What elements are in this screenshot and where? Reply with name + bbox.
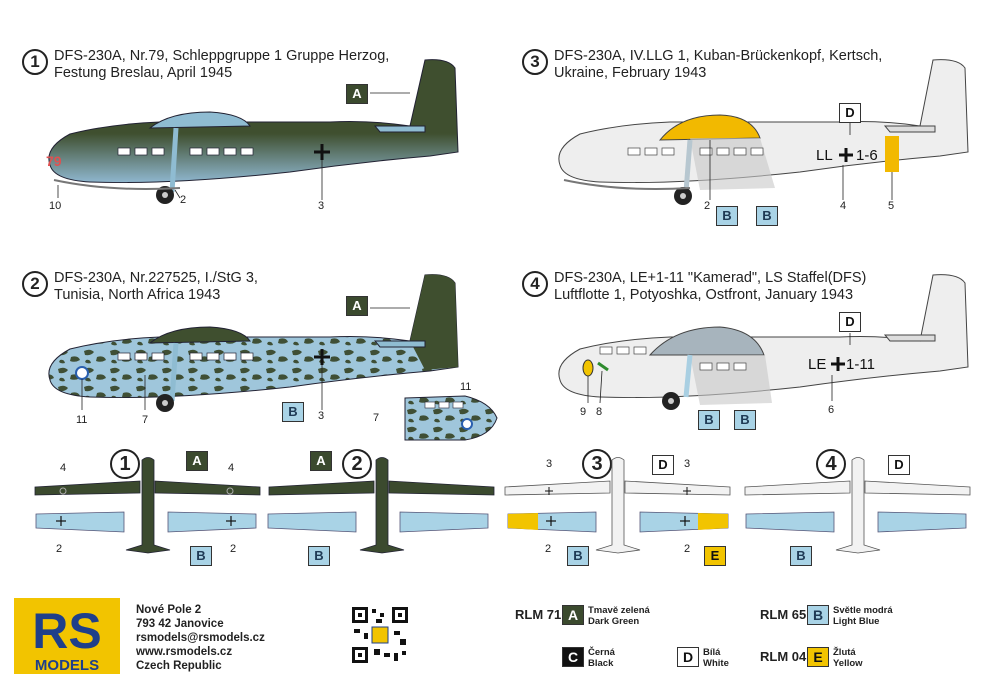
planform-number: 3 [582, 449, 612, 479]
code-left: LL [816, 147, 833, 164]
planform-1-top [34, 457, 261, 554]
planform-number: 2 [342, 449, 372, 479]
callout: 2 [56, 543, 63, 555]
rs-models-logo: RS MODELS [14, 598, 120, 674]
callout: 3 [684, 458, 691, 470]
color-box-a: A [346, 84, 368, 104]
callout: 3 [546, 458, 553, 470]
planform-number: 4 [816, 449, 846, 479]
color-box-b: B [698, 410, 720, 430]
email-link[interactable]: rsmodels@rsmodels.cz [136, 632, 265, 644]
profile-number: 1 [22, 49, 48, 75]
color-box-b: B [756, 206, 778, 226]
planform-3-bottom [507, 511, 729, 533]
color-box-b: B [190, 546, 212, 566]
callout: 2 [545, 543, 552, 555]
side-profile-3: LL 1-6 [558, 59, 969, 205]
color-box-b: B [282, 402, 304, 422]
callout: 8 [596, 406, 603, 418]
callout: 7 [142, 414, 149, 426]
color-box-e: E [704, 546, 726, 566]
planform-number: 1 [110, 449, 140, 479]
callout: 2 [704, 200, 711, 212]
callout: 2 [180, 194, 187, 206]
callout: 2 [230, 543, 237, 555]
callout: 6 [828, 404, 835, 416]
planform-1-bottom [35, 511, 257, 533]
side-profile-1: 79 [46, 59, 459, 204]
color-box-d: D [888, 455, 910, 475]
caption-3: 3 DFS-230A, IV.LLG 1, Kuban-Brückenkopf,… [522, 48, 882, 82]
callout: 7 [373, 412, 380, 424]
color-box-b: B [567, 546, 589, 566]
callout: 9 [580, 406, 587, 418]
color-box-b: B [716, 206, 738, 226]
planform-2-top [268, 457, 495, 554]
color-box-d: D [652, 455, 674, 475]
code-right: 1-6 [856, 147, 878, 164]
caption-4: 4 DFS-230A, LE+1-11 "Kamerad", LS Staffe… [522, 270, 866, 304]
color-box-a: A [310, 451, 332, 471]
fuselage-code: 79 [46, 153, 62, 169]
code-left: LE [808, 356, 826, 373]
caption-2: 2 DFS-230A, Nr.227525, I./StG 3,Tunisia,… [22, 270, 258, 304]
color-box-d: D [839, 103, 861, 123]
caption-1: 1 DFS-230A, Nr.79, Schleppgruppe 1 Grupp… [22, 48, 389, 82]
color-box-b: B [790, 546, 812, 566]
nose-detail-inset [404, 395, 498, 441]
callout: 4 [60, 462, 67, 474]
callout: 11 [76, 414, 88, 426]
profile-number: 3 [522, 49, 548, 75]
callout: 3 [318, 410, 325, 422]
planform-2-bottom [267, 511, 489, 533]
callout: 5 [888, 200, 895, 212]
svg-text:MODELS: MODELS [35, 657, 99, 674]
planform-3-top [504, 457, 731, 554]
side-profile-4: LE 1-11 [558, 274, 969, 410]
color-box-a: A [186, 451, 208, 471]
website-link[interactable]: www.rsmodels.cz [136, 646, 233, 658]
side-profile-2 [48, 274, 459, 412]
color-box-b: B [308, 546, 330, 566]
profile-number: 4 [522, 271, 548, 297]
color-box-d: D [839, 312, 861, 332]
callout: 2 [684, 543, 691, 555]
callout: 4 [840, 200, 847, 212]
company-address: Nové Pole 2 793 42 Janovice rsmodels@rsm… [136, 604, 265, 672]
svg-text:RS: RS [32, 603, 101, 659]
color-box-b: B [734, 410, 756, 430]
callout: 11 [460, 381, 472, 393]
callout: 3 [318, 200, 325, 212]
profile-number: 2 [22, 271, 48, 297]
qr-code-icon [350, 605, 410, 665]
code-right: 1-11 [846, 356, 875, 373]
callout: 4 [228, 462, 235, 474]
planform-4-bottom [745, 511, 967, 533]
color-box-a: A [346, 296, 368, 316]
planform-4-top [744, 457, 971, 554]
callout: 10 [49, 200, 62, 212]
